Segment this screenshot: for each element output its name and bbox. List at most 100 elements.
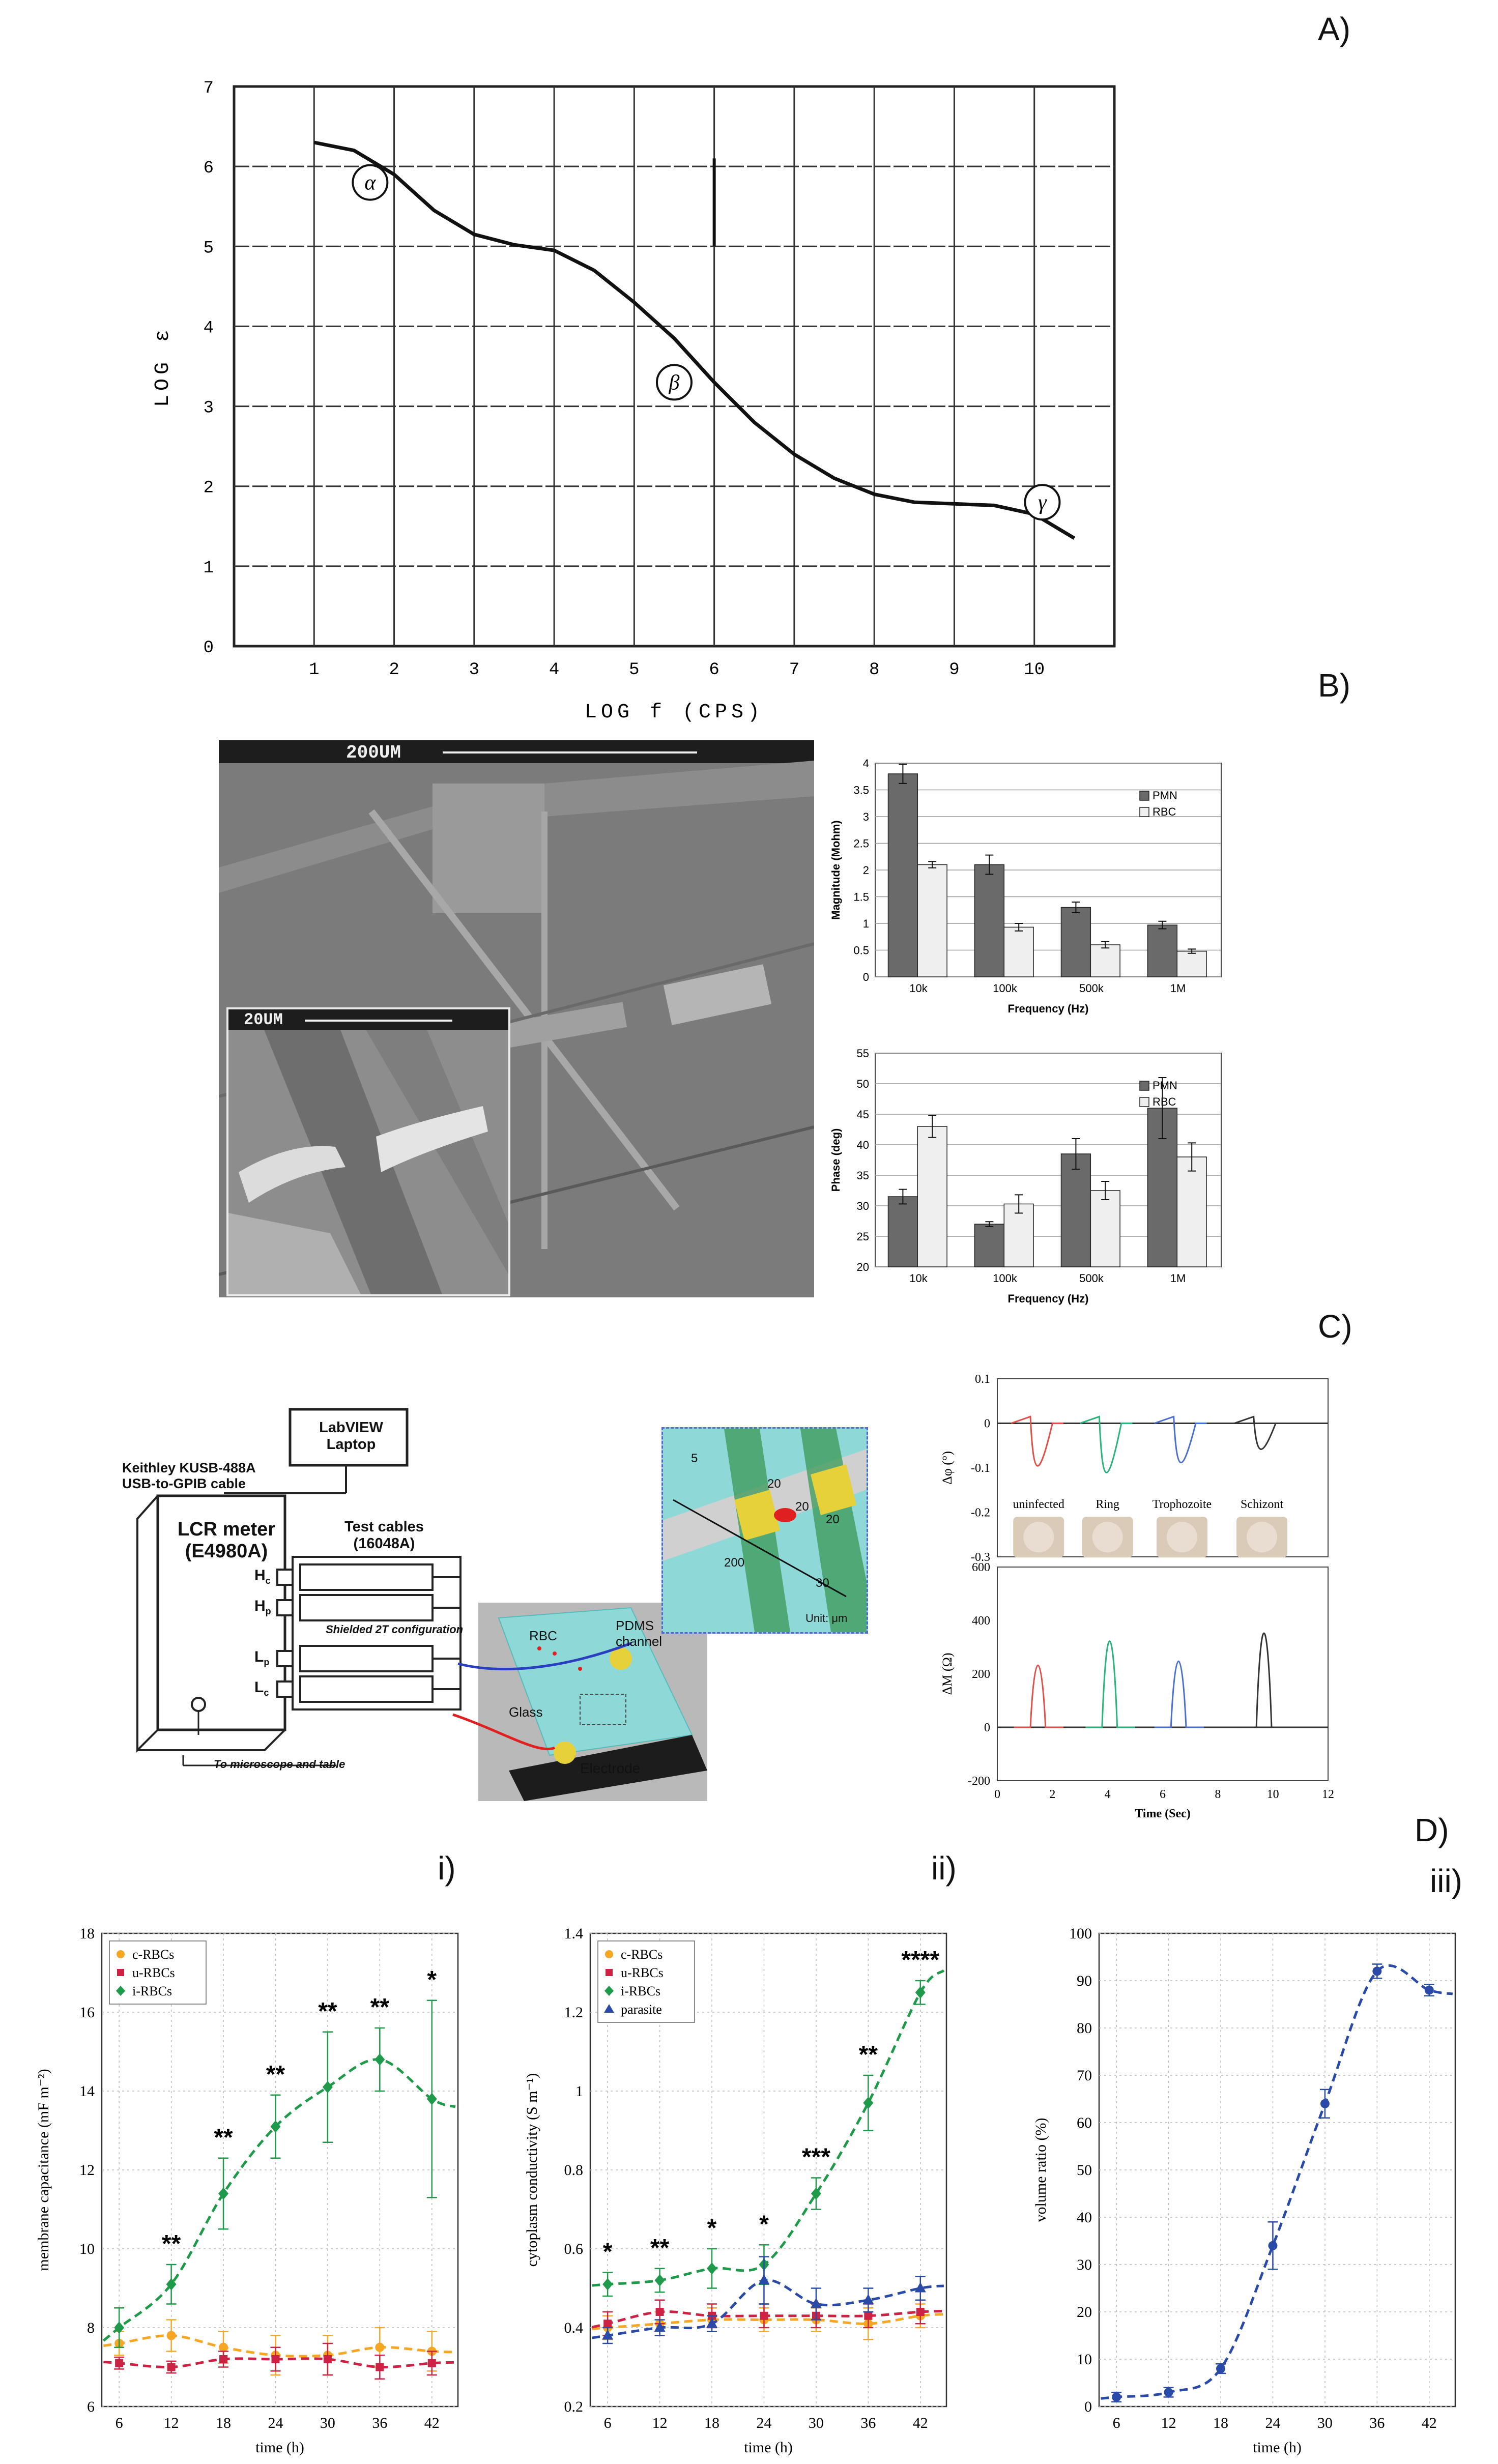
chart-ytick-label: 16 — [79, 2004, 95, 2021]
chart-bar-rbc — [917, 864, 947, 977]
chart-xlabel: time (h) — [744, 2439, 793, 2456]
chart-legend-marker — [605, 1950, 613, 1958]
chart-marker-parasite — [758, 2274, 770, 2284]
chart-marker-i-RBCs — [654, 2274, 665, 2286]
chart-a-ytick-label: 7 — [204, 79, 214, 98]
chart-c1-stage-label: Schizont — [1241, 1498, 1283, 1511]
chart-significance-stars: ** — [162, 2230, 181, 2257]
chart-significance-stars: ** — [859, 2041, 878, 2068]
chart-a-xtick-label: 10 — [1024, 660, 1045, 680]
chart-significance-stars: ** — [266, 2061, 285, 2088]
chart-ytick-label: 14 — [79, 2083, 95, 2100]
chart-xlabel: time (h) — [1253, 2439, 1302, 2456]
laptop-label: LabVIEW Laptop — [319, 1419, 383, 1453]
chart-marker-u-RBCs — [864, 2311, 873, 2320]
chart-a-curve — [313, 140, 1076, 540]
chart-bar-pmn — [887, 773, 918, 977]
chart-marker-u-RBCs — [167, 2363, 176, 2371]
sem-scale-bar-main: 200UM — [219, 740, 814, 763]
chart-c1-stage-label: Ring — [1096, 1498, 1119, 1511]
terminal-hc: Hc — [254, 1567, 271, 1586]
chart-bar-pmn — [974, 1224, 1005, 1267]
chart-series-curve-i-RBCs — [592, 1969, 945, 2287]
terminal-labels: Hc Hp Lp Lc — [254, 1567, 285, 1720]
chart-ytick-label: 55 — [857, 1047, 869, 1060]
chart-c2-peak-trace — [1154, 1660, 1204, 1728]
chart-marker-i-RBCs — [218, 2187, 229, 2200]
chart-c1-ylabel: Δφ (°) — [940, 1451, 955, 1485]
chart-bar-pmn — [1147, 924, 1178, 977]
chart-marker-u-RBCs — [323, 2355, 332, 2363]
chart-legend-label: c-RBCs — [621, 1947, 662, 1962]
chart-c2-ytick-label: 200 — [972, 1668, 990, 1681]
chart-c1-ytick-label: 0 — [984, 1417, 990, 1431]
chart-c2-peak-trace — [1240, 1632, 1290, 1728]
chart-xtick-label: 1M — [1170, 1272, 1186, 1285]
sem-scale-bar-inset: 20UM — [228, 1009, 508, 1030]
chart-c2-xtick-label: 10 — [1267, 1788, 1279, 1801]
chart-marker — [1424, 1985, 1434, 1995]
chart-marker-u-RBCs — [760, 2311, 768, 2320]
chart-marker — [1268, 2241, 1278, 2250]
chart-marker-i-RBCs — [707, 2262, 717, 2275]
chart-bar-rbc — [917, 1126, 947, 1267]
chart-a-ylabel: LOG ε — [152, 326, 175, 407]
chart-legend-swatch — [1139, 791, 1149, 801]
chart-marker — [1112, 2392, 1121, 2402]
chart-c2-peak-trace — [1085, 1640, 1135, 1728]
chart-a-annotation-circle — [1024, 484, 1061, 521]
chart-xtick-label: 18 — [216, 2415, 231, 2431]
terminal-hp: Hp — [254, 1598, 271, 1616]
chart-xlabel: Frequency (Hz) — [1008, 1292, 1089, 1305]
chart-legend-swatch — [1139, 1081, 1149, 1091]
chart-marker-c-RBCs — [166, 2331, 176, 2340]
lcr-meter-label: LCR meter (E4980A) — [177, 1519, 276, 1562]
chart-legend-marker — [604, 1986, 614, 1996]
chart-legend-label: u-RBCs — [621, 1965, 664, 1980]
chart-xtick-label: 10k — [909, 1272, 928, 1285]
chart-marker-i-RBCs — [166, 2278, 177, 2291]
chart-ytick-label: 1 — [575, 2083, 583, 2100]
chart-xtick-label: 36 — [1369, 2415, 1385, 2431]
chart-xtick-label: 42 — [913, 2415, 928, 2431]
chart-a-xtick-label: 8 — [869, 660, 879, 680]
chip-label-pdms: PDMS channel — [616, 1618, 662, 1649]
chart-significance-stars: **** — [901, 1947, 939, 1974]
chart-a-annotation-circle — [656, 364, 693, 401]
chart-ytick-label: 1.2 — [564, 2004, 584, 2021]
chart-significance-stars: * — [707, 2215, 717, 2242]
chart-significance-stars: ** — [214, 2124, 233, 2151]
chart-ytick-label: 45 — [857, 1108, 869, 1121]
laptop-box — [289, 1408, 409, 1467]
chart-c1-stage-label: Trophozoite — [1153, 1498, 1212, 1511]
chart-legend-marker — [604, 2004, 614, 2013]
chart-legend-label: parasite — [621, 2002, 662, 2017]
chart-ylabel: Magnitude (Mohm) — [829, 820, 842, 920]
chart-ytick-label: 1.5 — [853, 891, 869, 904]
chart-a-frame — [233, 85, 1116, 648]
chart-xtick-label: 24 — [756, 2415, 771, 2431]
chart-c1-cell-photo-inner — [1166, 1522, 1197, 1553]
chart-marker-u-RBCs — [427, 2359, 436, 2367]
chart-c1-cell-photo-inner — [1092, 1522, 1123, 1553]
chart-marker-parasite — [914, 2282, 926, 2293]
chart-marker — [1320, 2099, 1330, 2108]
chart-marker-parasite — [654, 2322, 666, 2332]
chart-a-xtick-label: 3 — [469, 660, 479, 680]
chart-ytick-label: 40 — [1077, 2209, 1092, 2226]
chart-bar-pmn — [974, 864, 1005, 977]
zoom-dim-5: 5 — [691, 1452, 698, 1465]
chart-significance-stars: ** — [370, 1994, 390, 2021]
chart-bar-rbc — [1090, 1190, 1120, 1267]
chart-xtick-label: 500k — [1079, 1272, 1104, 1285]
chart-marker-parasite — [862, 2294, 874, 2304]
chart-xtick-label: 500k — [1079, 982, 1104, 995]
chart-a-annotation-circle — [352, 164, 389, 201]
chart-a-annotation-label: γ — [1038, 491, 1047, 514]
chart-significance-stars: * — [427, 1966, 437, 1993]
chart-a-xtick-label: 2 — [389, 660, 399, 680]
chart-legend-marker — [116, 1986, 125, 1996]
sub-letter-i: i) — [438, 1850, 456, 1887]
